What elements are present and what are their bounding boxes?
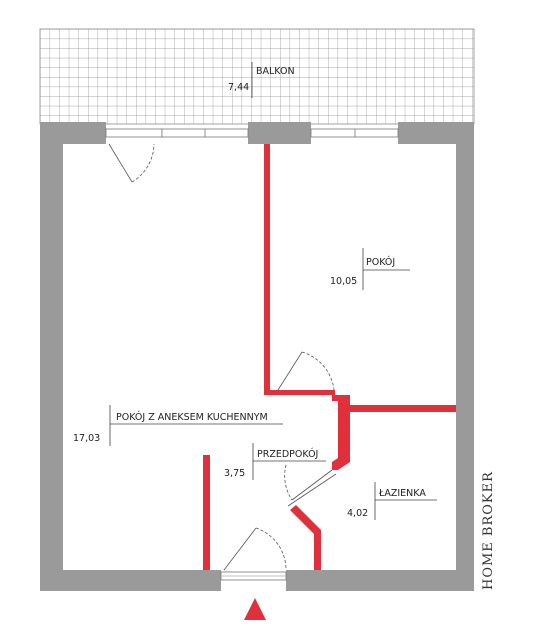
lazienka-area: 4,02 [347,508,368,519]
balkon-name: BALKON [256,66,295,77]
balcony [39,28,475,125]
balcony-windows [105,128,399,138]
room-label-lazienka: ŁAZIENKA 4,02 [347,482,437,520]
pokoj-area: 10,05 [330,276,357,287]
room-label-przedpokoj: PRZEDPOKÓJ 3,75 [224,443,326,480]
przedpokoj-area: 3,75 [224,468,245,479]
pokoj-name: POKÓJ [366,256,395,268]
salon-area: 17,03 [73,433,100,444]
room-label-balkon: BALKON 7,44 [228,62,295,98]
salon-name: POKÓJ Z ANEKSEM KUCHENNYM [116,411,268,423]
balkon-area: 7,44 [228,82,249,93]
partition-walls [203,144,456,570]
room-label-pokoj: POKÓJ 10,05 [330,248,410,290]
brand-watermark: HOME BROKER [481,471,496,590]
lazienka-name: ŁAZIENKA [378,488,426,499]
przedpokoj-name: PRZEDPOKÓJ [257,448,318,460]
entrance-marker [244,598,266,620]
outer-walls [40,122,474,591]
doors [108,143,337,581]
room-label-salon: POKÓJ Z ANEKSEM KUCHENNYM 17,03 [73,405,283,446]
